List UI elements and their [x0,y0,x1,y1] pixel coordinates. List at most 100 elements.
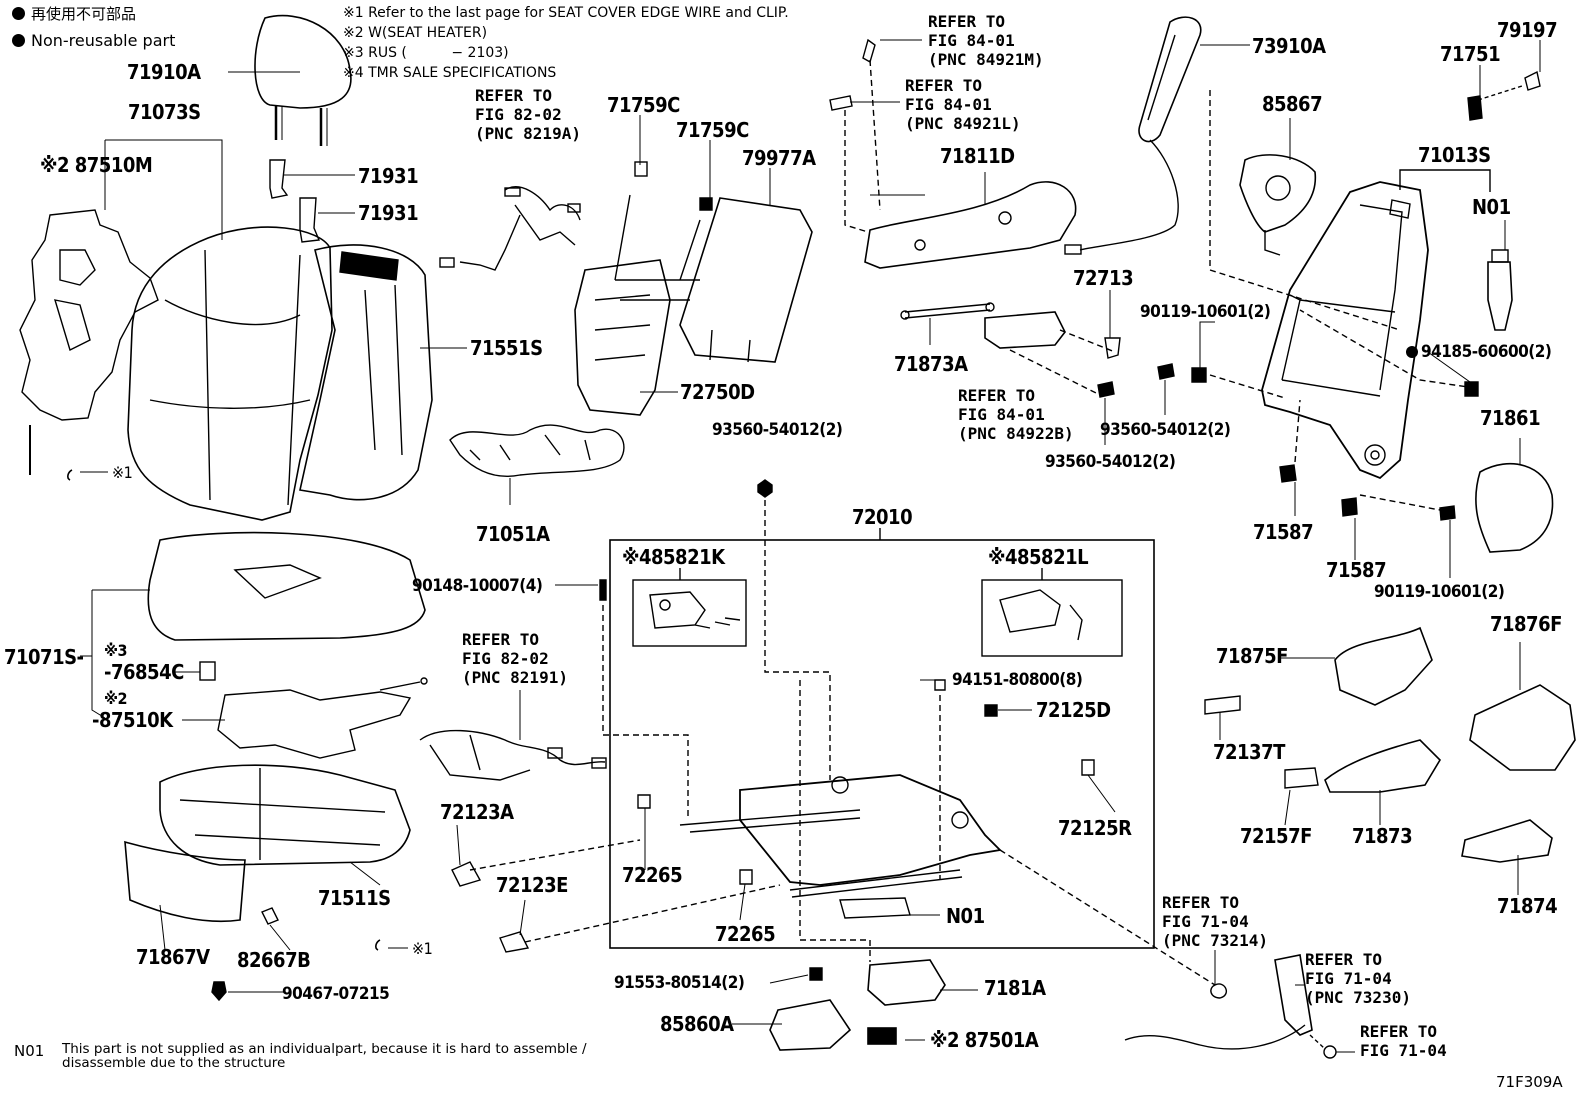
part-72265-b: 72265 [715,922,776,946]
part-71910A: 71910A [127,60,201,84]
leader-lines [80,39,1541,1053]
part-72157F: 72157F [1240,824,1312,848]
part-85821L: ※485821L [988,545,1089,569]
cover-85867-drawing [1239,154,1317,256]
note-3: ※3 RUS ( − 2103) [343,45,509,61]
shield-71875F-drawing [1334,626,1433,706]
part-93560-54012-b: 93560-54012(2) [1100,420,1231,440]
part-71931-b: 71931 [358,201,419,225]
part-79977A: 79977A [742,146,816,170]
clip-82667B-drawing [261,907,279,925]
bullet-icon [12,34,25,47]
part-71873: 71873 [1352,824,1413,848]
lever-73910A-drawing [1064,16,1401,331]
motor-85821K-drawing [649,591,741,629]
nonreusable-bullet-icon [1406,346,1418,358]
motor-N01-lower-drawing [839,897,911,919]
part-76854C: -76854C [104,660,184,684]
motor-85821L-drawing [999,589,1083,641]
part-72750D: 72750D [680,380,755,404]
part-7181A: 7181A [984,976,1046,1000]
part-71071S: 71071S- [4,645,84,669]
footnote-line1: This part is not supplied as an individu… [62,1041,587,1057]
part-N01-upper: N01 [1472,195,1511,219]
shield-71811D-drawing [829,38,1077,269]
motor-N01-upper-drawing [1487,249,1513,331]
cover-72123E-drawing [499,931,530,953]
part-72137T: 72137T [1213,740,1285,764]
part-N01-lower: N01 [946,904,985,928]
part-90119-10601-b: 90119-10601(2) [1374,582,1505,602]
part-71875F: 71875F [1216,644,1288,668]
clip-ref-1b: ※1 [412,939,433,958]
part-71811D: 71811D [940,144,1015,168]
part-94151-80800: 94151-80800(8) [952,670,1083,690]
back-board-drawing [679,197,813,363]
part-71051A: 71051A [476,522,550,546]
shield-71876F-drawing [1469,684,1576,771]
part-72123A: 72123A [440,800,514,824]
headrest-drawing [254,14,352,146]
back-heater-drawing [19,209,159,475]
part-85821K: ※485821K [622,545,725,569]
part-71759C-a: 71759C [607,93,680,117]
shield-71874-drawing [1461,819,1553,863]
part-82667B: 82667B [237,948,311,972]
note-1: ※1 Refer to the last page for SEAT COVER… [343,5,789,21]
mark-76854C: ※3 [104,641,128,660]
harness-82191-drawing [419,729,607,781]
part-71931-a: 71931 [358,164,419,188]
seat-track-drawing [679,774,1002,898]
legend-en: Non-reusable part [12,32,175,49]
part-72125D: 72125D [1036,698,1111,722]
part-79197: 79197 [1497,18,1558,42]
unit-7181A-drawing [867,959,946,1006]
back-cover-drawing [299,244,433,501]
figure-id: 71F309A [1496,1073,1563,1091]
part-87510M: ※2 87510M [40,153,153,177]
unit-87501A-drawing [867,1027,897,1045]
back-frame-drawing [1261,169,1491,480]
bracket-72713-drawing [900,302,1121,396]
part-93560-54012-a: 93560-54012(2) [712,420,843,440]
clip-ref-1a: ※1 [112,463,133,482]
part-71511S: 71511S [318,886,391,910]
cushion-pad-drawing [147,531,426,641]
part-87501A: ※2 87501A [930,1028,1039,1052]
part-90148-10007: 90148-10007(4) [412,576,543,596]
shield-72157F-drawing [1284,767,1319,789]
part-85860A: 85860A [660,1012,734,1036]
note-4: ※4 TMR SALE SPECIFICATIONS [343,65,557,81]
note-2: ※2 W(SEAT HEATER) [343,25,488,41]
part-90119-10601-a: 90119-10601(2) [1140,302,1271,322]
footnote-line2: disassemble due to the structure [62,1055,286,1071]
part-73910A: 73910A [1252,34,1326,58]
box-72010 [609,539,1155,949]
part-85867: 85867 [1262,92,1323,116]
part-72010: 72010 [852,505,913,529]
part-71551S: 71551S [470,336,543,360]
footnote-code: N01 [14,1042,45,1060]
shield-72137T-drawing [1204,695,1241,715]
cushion-cover-drawing [159,764,411,866]
part-71861: 71861 [1480,406,1541,430]
part-71874: 71874 [1497,894,1558,918]
part-71013S: 71013S [1418,143,1491,167]
back-pad-drawing [127,226,333,521]
part-91553-80514: 91553-80514(2) [614,973,745,993]
part-72125R: 72125R [1058,816,1132,840]
bullet-icon [12,7,25,20]
cushion-heater-drawing [217,677,428,759]
cable-71051A-drawing [449,424,625,477]
cover-72123A-drawing [451,861,482,887]
mark-87510K: ※2 [104,689,128,708]
part-93560-54012-c: 93560-54012(2) [1045,452,1176,472]
part-71876F: 71876F [1490,612,1562,636]
